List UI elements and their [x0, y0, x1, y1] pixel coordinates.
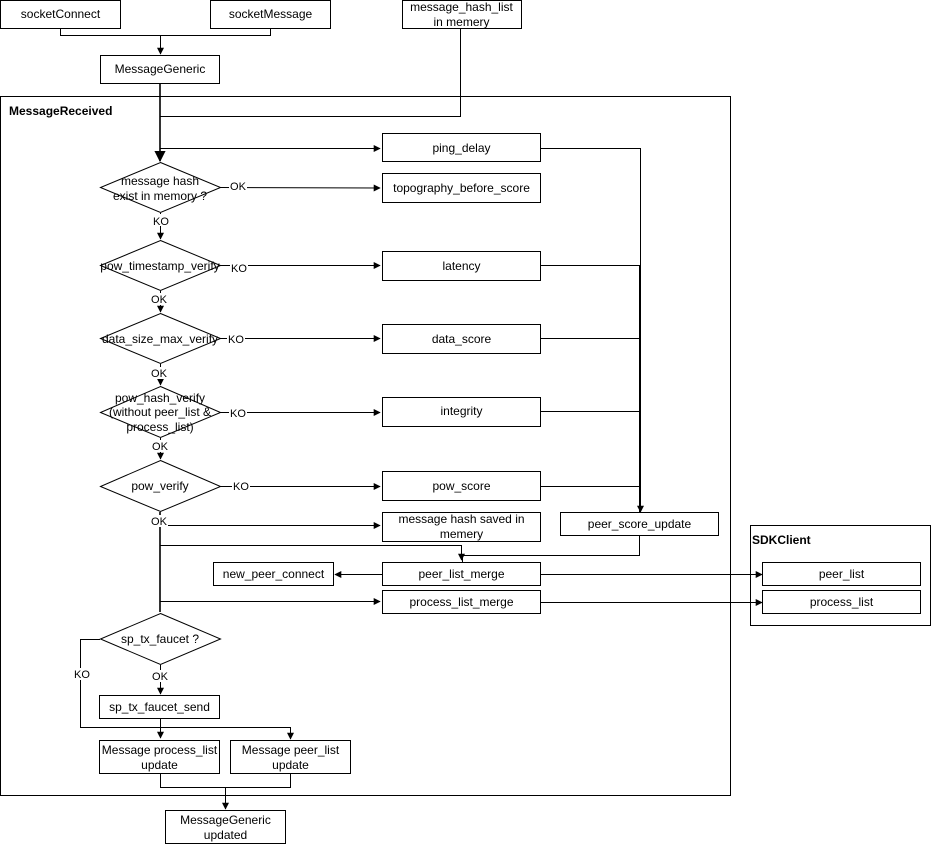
socket-connect-label: socketConnect: [21, 7, 101, 21]
message-generic-updated-line-1: MessageGeneric: [180, 813, 271, 827]
socket-connect-node: socketConnect: [0, 0, 121, 29]
decision-hash-exists: message hash exist in memory ?: [99, 161, 222, 214]
peer-list-node: peer_list: [762, 562, 921, 586]
peer-list-merge-node: peer_list_merge: [382, 562, 541, 586]
peer-list-label: peer_list: [819, 567, 865, 581]
edge-label-ok: OK: [151, 294, 168, 306]
peer-score-update-node: peer_score_update: [560, 512, 719, 536]
message-generic-updated-node: MessageGeneric updated: [165, 810, 286, 844]
edge-labels: OK KO KO OK KO OK KO OK KO OK KO OK: [73, 180, 250, 683]
pow-score-node: pow_score: [382, 471, 541, 501]
decision-hash-exists-line-1: message hash: [121, 174, 199, 188]
ping-delay-node: ping_delay: [382, 133, 541, 162]
decision-hash-exists-line-2: exist in memory ?: [113, 189, 207, 203]
new-peer-connect-node: new_peer_connect: [213, 562, 334, 586]
edge-label-ko: KO: [228, 334, 244, 346]
integrity-node: integrity: [382, 397, 541, 427]
decision-pow-verify-label: pow_verify: [131, 479, 188, 493]
socket-message-node: socketMessage: [210, 0, 331, 29]
message-hash-list-label-1: message_hash_list: [410, 0, 513, 14]
latency-label: latency: [442, 259, 480, 273]
message-peer-list-update-line-1: Message peer_list: [242, 743, 340, 757]
edge-label-ok: OK: [151, 516, 168, 528]
message-received-container: MessageReceived: [0, 96, 731, 796]
decision-pow-timestamp-verify: pow_timestamp_verify: [99, 239, 222, 292]
decision-sp-tx-faucet-label: sp_tx_faucet ?: [121, 632, 199, 646]
socket-message-label: socketMessage: [229, 7, 313, 21]
topography-before-score-label: topography_before_score: [393, 181, 530, 195]
message-hash-saved-node: message hash saved in memery: [382, 512, 541, 542]
data-score-node: data_score: [382, 324, 541, 354]
peer-score-update-label: peer_score_update: [588, 517, 692, 531]
message-generic-node: MessageGeneric: [100, 55, 220, 84]
message-process-list-update-node: Message process_list update: [99, 740, 220, 774]
decision-pow-verify: pow_verify: [99, 459, 222, 513]
message-process-list-update-line-1: Message process_list: [102, 743, 218, 757]
decision-data-size-max-verify: data_size_max_verify: [99, 312, 222, 365]
message-received-title: MessageReceived: [9, 104, 112, 118]
edge-label-ko: KO: [233, 481, 249, 493]
edge-label-ko: KO: [74, 669, 90, 681]
edge-label-ko: KO: [153, 216, 169, 228]
process-list-merge-label: process_list_merge: [409, 595, 513, 609]
message-hash-list-node: message_hash_list in memery: [402, 0, 522, 29]
edge-label-ok: OK: [152, 671, 169, 683]
pow-score-label: pow_score: [432, 479, 490, 493]
topography-before-score-node: topography_before_score: [382, 173, 541, 203]
peer-list-merge-label: peer_list_merge: [418, 567, 504, 581]
decision-data-size-max-verify-label: data_size_max_verify: [102, 332, 218, 346]
process-list-node: process_list: [762, 590, 921, 614]
process-list-merge-node: process_list_merge: [382, 590, 541, 614]
edge-label-ok: OK: [230, 181, 247, 193]
message-peer-list-update-line-2: update: [272, 758, 309, 772]
process-list-label: process_list: [810, 595, 874, 609]
edge-label-ko: KO: [231, 263, 247, 275]
decision-pow-hash-verify: pow_hash_verify (without peer_list & pro…: [99, 385, 222, 439]
edge-label-ok: OK: [151, 368, 168, 380]
message-hash-list-label-2: in memery: [433, 15, 489, 29]
new-peer-connect-label: new_peer_connect: [223, 567, 325, 581]
decision-pow-hash-verify-line-3: process_list): [126, 420, 193, 434]
latency-node: latency: [382, 251, 541, 281]
decision-pow-hash-verify-line-1: pow_hash_verify: [115, 391, 205, 405]
integrity-label: integrity: [440, 404, 482, 418]
decision-pow-timestamp-verify-label: pow_timestamp_verify: [100, 259, 219, 273]
sdk-client-title: SDKClient: [752, 533, 811, 547]
sp-tx-faucet-send-node: sp_tx_faucet_send: [99, 695, 220, 719]
edge-label-ko: KO: [230, 408, 246, 420]
message-generic-label: MessageGeneric: [115, 62, 206, 76]
edge-label-ok: OK: [152, 441, 169, 453]
message-hash-saved-line-1: message hash saved in: [398, 512, 524, 526]
message-process-list-update-line-2: update: [141, 758, 178, 772]
message-peer-list-update-node: Message peer_list update: [230, 740, 351, 774]
message-generic-updated-line-2: updated: [204, 828, 247, 842]
sp-tx-faucet-send-label: sp_tx_faucet_send: [109, 700, 210, 714]
connectors: [60, 29, 763, 810]
decision-sp-tx-faucet: sp_tx_faucet ?: [99, 612, 222, 666]
decision-pow-hash-verify-line-2: (without peer_list &: [109, 405, 211, 419]
message-hash-saved-line-2: memery: [440, 527, 483, 541]
ping-delay-label: ping_delay: [432, 141, 490, 155]
data-score-label: data_score: [432, 332, 492, 346]
